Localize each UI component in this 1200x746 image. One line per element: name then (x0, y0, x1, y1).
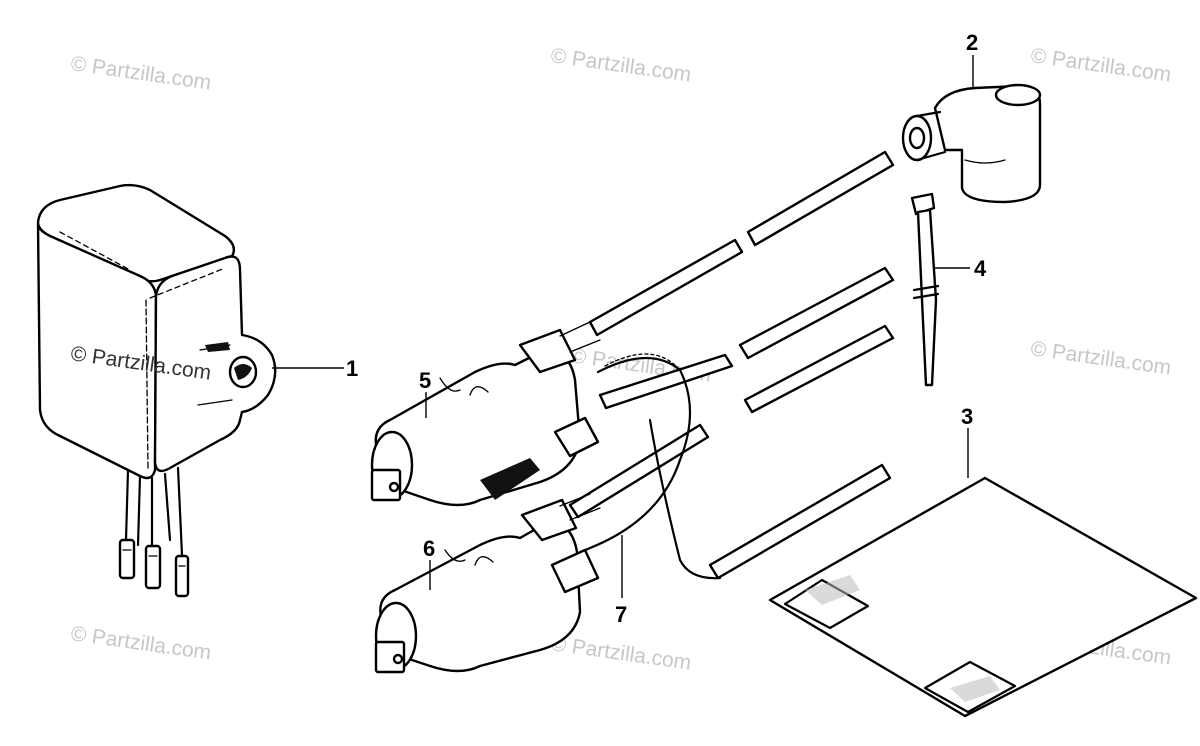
cdi-box-part (36, 183, 277, 598)
watermark: © Partzilla.com (1029, 337, 1172, 379)
leader-lines (272, 55, 974, 598)
callout-5: 5 (419, 368, 431, 393)
watermark: © Partzilla.com (549, 632, 692, 674)
callout-7: 7 (615, 602, 627, 627)
ignition-coil-upper-part (370, 321, 601, 507)
callout-1: 1 (346, 356, 358, 381)
callout-numbers: 1 2 3 4 5 6 7 (346, 30, 987, 627)
callout-4: 4 (974, 256, 987, 281)
callout-2: 2 (966, 30, 978, 55)
lead-wires (538, 150, 895, 590)
watermark: © Partzilla.com (549, 44, 692, 86)
decal-sheet-part (768, 476, 1198, 718)
cable-tie-part (910, 192, 940, 387)
watermark: © Partzilla.com (1029, 44, 1172, 86)
watermark: © Partzilla.com (69, 622, 212, 664)
callout-3: 3 (961, 404, 973, 429)
spark-plug-cap-part (901, 83, 1042, 204)
ignition-coil-lower-part (374, 493, 601, 674)
callout-6: 6 (423, 536, 435, 561)
watermark: © Partzilla.com (69, 52, 212, 94)
